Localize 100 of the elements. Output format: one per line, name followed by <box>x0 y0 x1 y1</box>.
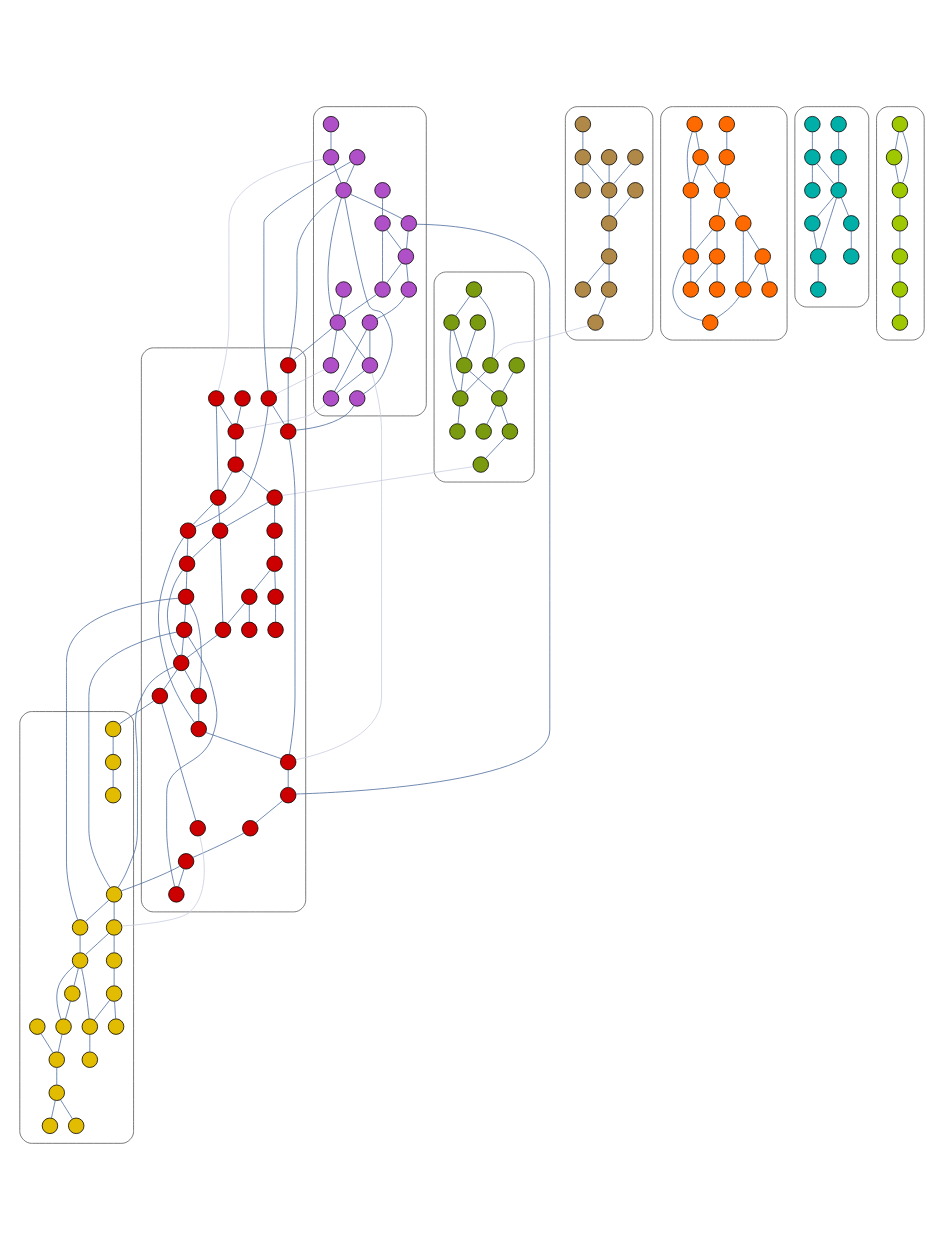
node-circle <box>335 181 352 198</box>
node-circle <box>211 522 229 539</box>
node-circle <box>885 148 903 165</box>
connector <box>255 799 283 823</box>
node-circle <box>587 313 604 331</box>
connector <box>120 865 181 891</box>
node-circle <box>349 148 366 165</box>
connector <box>899 230 901 249</box>
connector <box>93 999 111 1020</box>
connector <box>227 602 246 623</box>
node-circle <box>469 313 486 331</box>
connector <box>113 934 115 953</box>
node-circle <box>280 422 297 440</box>
connector <box>274 504 275 523</box>
connector <box>692 163 699 183</box>
connector <box>192 535 216 558</box>
connector <box>453 329 463 358</box>
node-circle <box>168 885 185 903</box>
connector <box>216 405 219 490</box>
connector <box>386 229 402 250</box>
node-circle <box>810 247 827 265</box>
node-circle <box>508 356 525 373</box>
node-circle <box>177 588 195 605</box>
node-circle <box>81 1051 98 1068</box>
node-circle <box>397 247 415 265</box>
node-circle <box>210 488 227 506</box>
connector <box>327 197 342 316</box>
node-circle <box>891 181 909 198</box>
connector <box>838 164 839 183</box>
node-circle <box>105 918 123 936</box>
node-circle <box>574 181 592 198</box>
connector <box>346 163 355 183</box>
node-circle <box>266 522 283 539</box>
node-circle <box>627 181 644 198</box>
connector <box>57 1033 63 1052</box>
node-circle <box>227 455 244 473</box>
connector <box>716 295 740 318</box>
connector <box>184 603 187 622</box>
connector <box>406 263 409 282</box>
node-circle <box>830 181 847 198</box>
connector <box>51 1099 56 1118</box>
node-circle <box>891 214 909 232</box>
connector <box>341 328 366 359</box>
connector <box>449 329 458 391</box>
node-circle <box>682 280 699 298</box>
connector <box>899 296 901 315</box>
node-circle <box>761 280 778 298</box>
connector <box>344 197 393 394</box>
node-circle <box>713 181 731 198</box>
connector <box>241 469 270 492</box>
connector <box>820 197 837 249</box>
connector <box>89 1033 91 1052</box>
connector <box>746 229 760 250</box>
node-circle <box>400 280 417 298</box>
node-circle <box>443 313 460 331</box>
node-circle <box>600 148 618 165</box>
node-circle <box>361 313 379 331</box>
connector <box>56 1066 58 1085</box>
connector <box>716 230 718 249</box>
node-circle <box>686 115 703 132</box>
connector <box>217 158 324 391</box>
connector <box>272 404 285 425</box>
node-circle <box>804 181 821 198</box>
connector <box>198 703 200 722</box>
node-circle <box>735 280 752 298</box>
node-circle <box>177 852 195 869</box>
connector <box>81 967 90 1019</box>
connector <box>178 868 185 887</box>
node-circle <box>600 247 618 265</box>
connector <box>295 223 551 794</box>
connector <box>485 436 506 458</box>
connector <box>121 835 205 926</box>
cluster <box>313 105 427 416</box>
node-circle <box>600 280 618 298</box>
connector <box>726 131 728 150</box>
node-circle <box>280 786 297 803</box>
node-circle <box>465 280 483 298</box>
node-circle <box>105 951 123 969</box>
connector <box>289 438 296 755</box>
node-circle <box>260 389 277 407</box>
connector <box>287 372 289 424</box>
connector <box>817 263 819 282</box>
node-circle <box>456 356 473 373</box>
node-circle <box>41 1117 59 1134</box>
connector <box>582 164 584 183</box>
connector <box>501 405 509 424</box>
connector <box>117 665 175 888</box>
node-circle <box>266 488 283 506</box>
node-circle <box>708 214 726 232</box>
node-circle <box>491 389 508 407</box>
node-circle <box>105 753 122 770</box>
node-circle <box>81 1017 98 1035</box>
node-circle <box>55 1017 72 1035</box>
cluster <box>794 105 870 307</box>
connector <box>85 899 110 922</box>
node-circle <box>267 621 284 638</box>
connector <box>850 230 852 249</box>
cluster <box>564 105 654 340</box>
connector <box>242 403 326 430</box>
node-circle <box>600 214 618 232</box>
